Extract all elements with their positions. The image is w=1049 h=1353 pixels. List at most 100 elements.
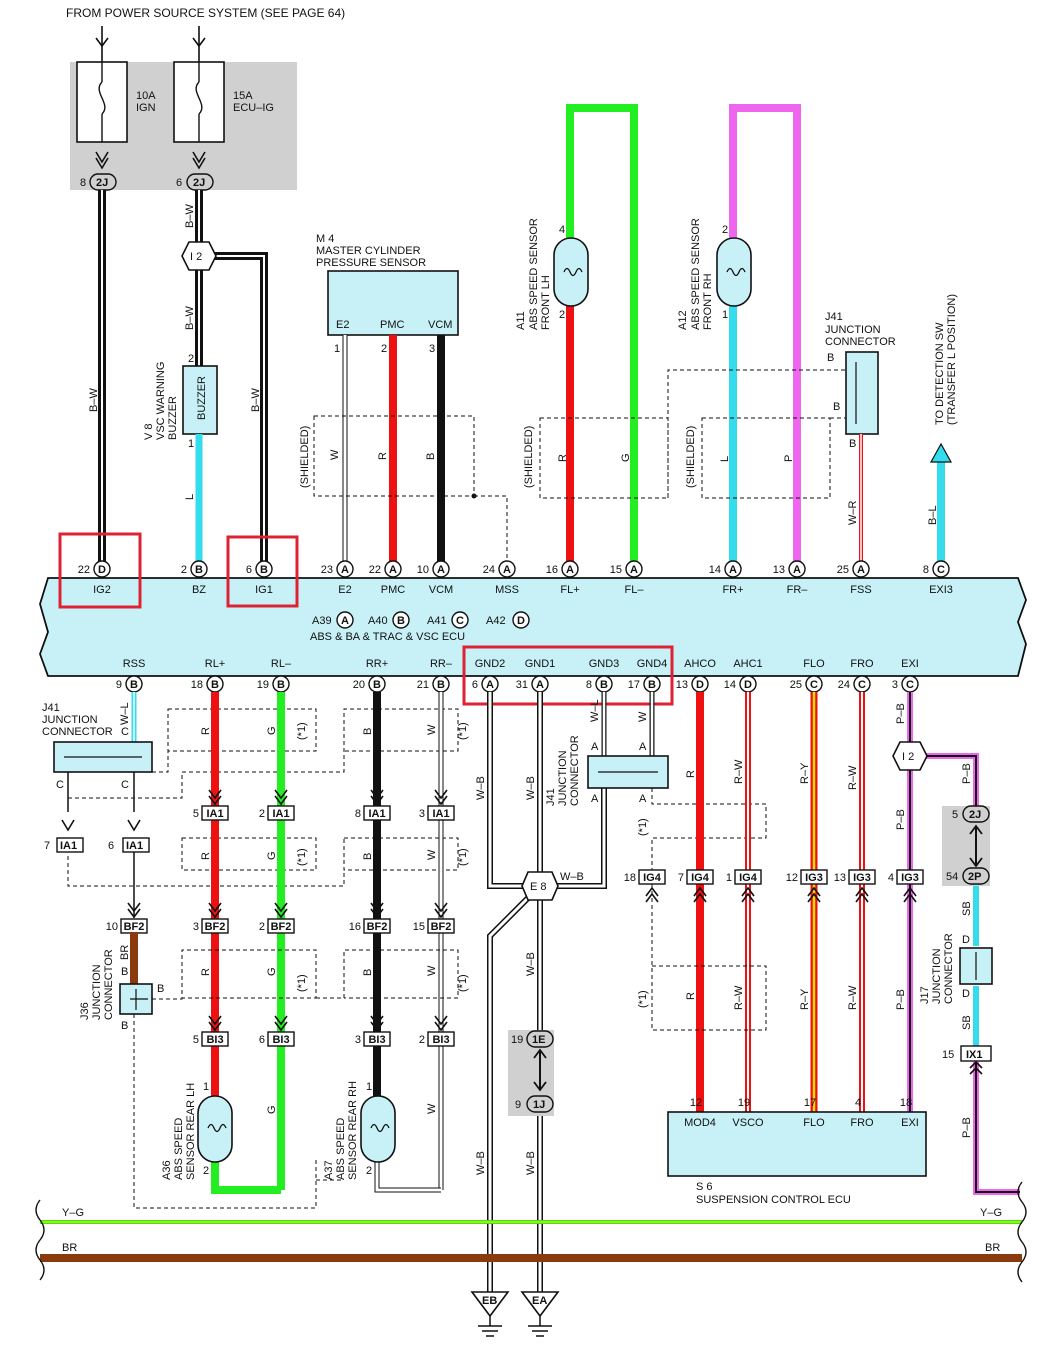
svg-text:W–B: W–B <box>525 952 537 976</box>
svg-text:B: B <box>121 966 128 978</box>
svg-text:B–W: B–W <box>184 306 196 330</box>
svg-text:A: A <box>591 793 599 805</box>
ecu-bottom-pin-num: 3 <box>892 679 898 691</box>
ig-connector-pin: 12 <box>786 872 798 884</box>
svg-text:L: L <box>719 456 731 462</box>
svg-text:P–B: P–B <box>961 1117 973 1138</box>
ecu-bottom-pin-num: 20 <box>353 679 365 691</box>
svg-text:W: W <box>426 724 438 735</box>
svg-text:A: A <box>639 793 647 805</box>
ecu-top-pin-conn: C <box>937 564 945 576</box>
svg-text:P–B: P–B <box>895 989 907 1010</box>
ecu-bottom-pins: B9RSSB18RL+B19RL–B20RR+B21RR–A6GND2A31GN… <box>116 658 919 693</box>
ecu-top-pin-num: 6 <box>246 564 252 576</box>
svg-text:J17: J17 <box>919 986 931 1004</box>
ecu-bottom-pin-num: 6 <box>472 679 478 691</box>
power-arrow-icon <box>95 26 206 62</box>
svg-text:P–B: P–B <box>895 703 907 724</box>
ecu-bottom-pin-num: 13 <box>676 679 688 691</box>
ecu-bottom-pin-label: AHC1 <box>733 658 762 670</box>
svg-text:2: 2 <box>381 343 387 355</box>
svg-text:(*1): (*1) <box>457 848 469 866</box>
inline-connector-id: BF2 <box>124 921 145 933</box>
svg-text:A36: A36 <box>161 1160 173 1180</box>
svg-text:R–W: R–W <box>847 765 859 790</box>
junction-e8: E 8 <box>521 871 559 901</box>
inline-connector-id: IA1 <box>432 808 449 820</box>
ecu-top-pin-conn: A <box>503 564 511 576</box>
suspension-pin-label: FRO <box>850 1117 874 1129</box>
svg-text:W: W <box>329 449 341 460</box>
inline-connector-pin: 6 <box>259 1034 265 1046</box>
svg-text:EB: EB <box>482 1295 497 1307</box>
svg-text:CONNECTOR: CONNECTOR <box>569 735 581 806</box>
svg-text:B: B <box>397 615 405 627</box>
inline-connector-pin: 3 <box>419 808 425 820</box>
ecu-bottom-pin-label: FLO <box>803 658 825 670</box>
svg-text:Y–G: Y–G <box>980 1207 1002 1219</box>
svg-text:JUNCTION: JUNCTION <box>557 750 569 806</box>
svg-text:1: 1 <box>334 343 340 355</box>
svg-text:4: 4 <box>559 224 565 236</box>
ecu-top-pin-conn: B <box>195 564 203 576</box>
svg-text:IA1: IA1 <box>126 840 143 852</box>
svg-text:A12: A12 <box>677 310 689 330</box>
inline-connector-pin: 8 <box>355 808 361 820</box>
svg-text:G: G <box>266 1105 278 1114</box>
connector-2j-2p: 2J 5 2P 54 <box>942 805 990 886</box>
ecu-top-pin-conn: A <box>630 564 638 576</box>
ground-ea-icon: EA <box>520 1291 560 1337</box>
svg-text:B–W: B–W <box>250 388 262 412</box>
svg-text:ABS SPEED: ABS SPEED <box>335 1118 347 1180</box>
ecu-bottom-pin-label: FRO <box>850 658 874 670</box>
ecu-bottom-pin-conn: C <box>906 679 914 691</box>
suspension-pin-num: 17 <box>804 1097 816 1109</box>
ecu-bottom-pin-conn: C <box>810 679 818 691</box>
svg-text:B: B <box>157 983 164 995</box>
suspension-pin-num: 18 <box>900 1097 912 1109</box>
ig-connector-id: IG3 <box>901 872 919 884</box>
svg-text:CONNECTOR: CONNECTOR <box>42 726 113 738</box>
svg-text:PRESSURE SENSOR: PRESSURE SENSOR <box>316 257 426 269</box>
ecu-top-pins: D22IG2B2BZB6IG1A23E2A22PMCA10VCMA24MSSA1… <box>78 560 953 596</box>
ecu-bottom-pin-conn: B <box>648 679 656 691</box>
ecu-top-pin-num: 24 <box>483 564 495 576</box>
ecu-bottom-pin-label: GND1 <box>525 658 556 670</box>
ecu-top-pin-label: EXI3 <box>929 584 953 596</box>
ecu-top-pin-label: IG1 <box>255 584 273 596</box>
ecu-top-pin-conn: B <box>260 564 268 576</box>
svg-text:CONNECTOR: CONNECTOR <box>943 933 955 1004</box>
wire-bw-fuse2: B–W B–W B–W <box>184 190 268 563</box>
ecu-bottom-pin-num: 19 <box>257 679 269 691</box>
svg-text:EA: EA <box>532 1295 547 1307</box>
svg-text:A42: A42 <box>486 615 506 627</box>
ecu-top-pin-label: FR– <box>787 584 809 596</box>
svg-text:A37: A37 <box>323 1160 335 1180</box>
ecu-top-pin-num: 10 <box>417 564 429 576</box>
svg-text:(*1): (*1) <box>296 974 308 992</box>
inline-connector-pin: 16 <box>349 921 361 933</box>
ecu-bottom-pin-num: 9 <box>116 679 122 691</box>
master-cylinder-pressure-sensor: M 4 MASTER CYLINDER PRESSURE SENSOR E2 P… <box>316 233 459 355</box>
svg-text:R: R <box>377 452 389 460</box>
svg-text:G: G <box>266 967 278 976</box>
svg-text:IA1: IA1 <box>60 840 77 852</box>
svg-text:C: C <box>456 615 464 627</box>
inline-connector-pin: 5 <box>193 1034 199 1046</box>
svg-text:B–W: B–W <box>184 204 196 228</box>
svg-text:B: B <box>121 1020 128 1032</box>
ecu-top-pin-num: 25 <box>837 564 849 576</box>
